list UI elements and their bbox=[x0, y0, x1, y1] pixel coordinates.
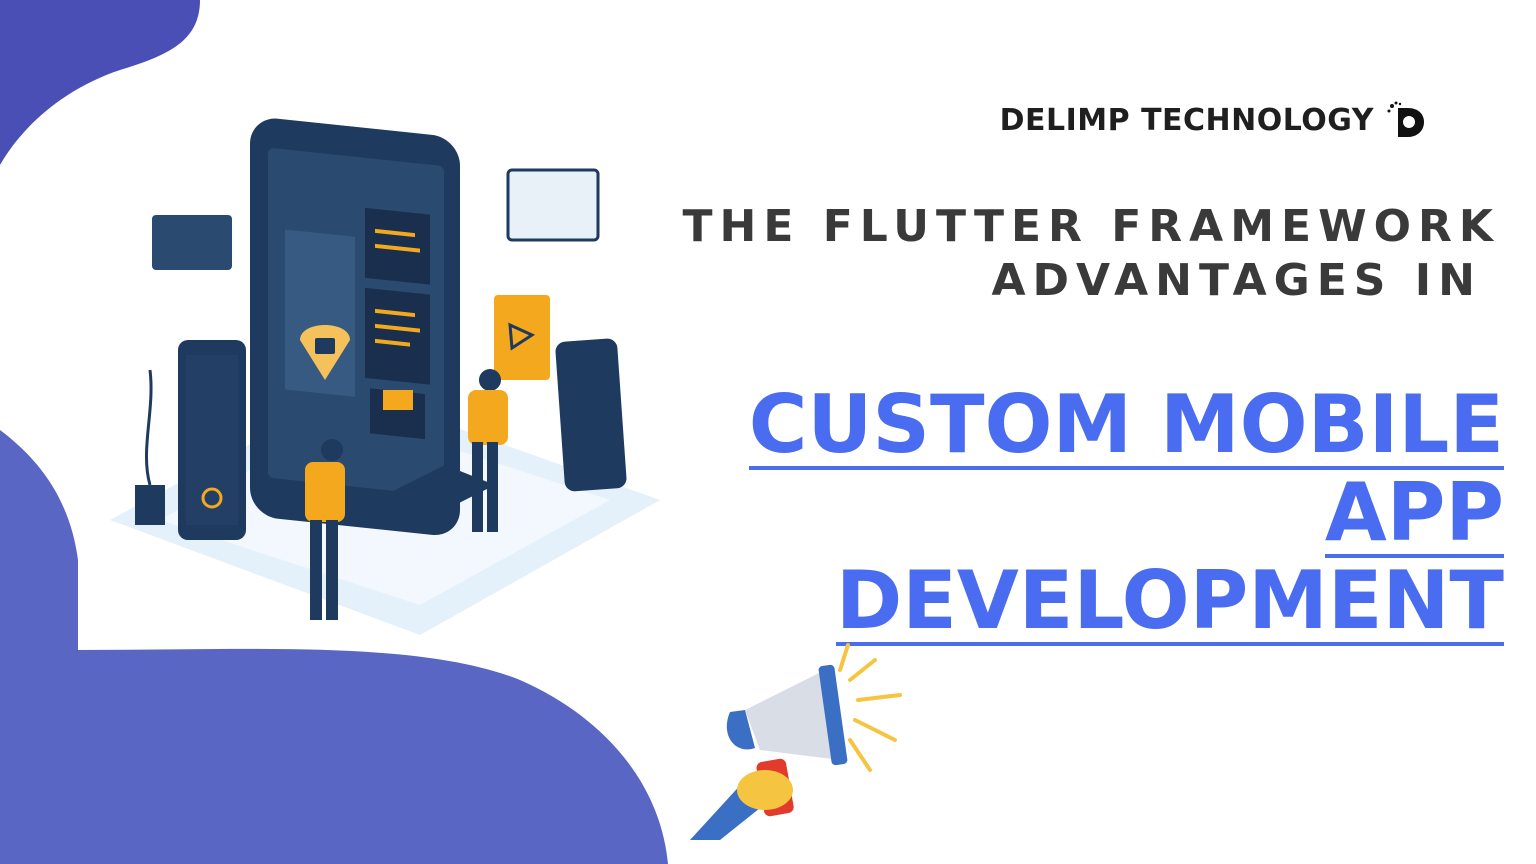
brand-name: DELIMP TECHNOLOGY bbox=[999, 102, 1374, 138]
headline-line-2: ADVANTAGES IN bbox=[991, 255, 1482, 306]
top-left-blob bbox=[0, 0, 200, 165]
bottom-left-blob bbox=[0, 430, 668, 864]
person-left bbox=[305, 439, 345, 620]
big-phone bbox=[250, 118, 460, 536]
highlight-title: CUSTOM MOBILE APP DEVELOPMENT bbox=[748, 378, 1504, 647]
megaphone-icon bbox=[690, 643, 902, 840]
highlight-line-2: APP bbox=[1324, 466, 1504, 559]
highlight-line-1: CUSTOM MOBILE bbox=[748, 378, 1504, 471]
brand-header: DELIMP TECHNOLOGY bbox=[1000, 100, 1426, 140]
headline-line-1: THE FLUTTER FRAMEWORK bbox=[682, 201, 1500, 252]
highlight-line-3: DEVELOPMENT bbox=[835, 554, 1504, 647]
delimp-logo-icon bbox=[1387, 101, 1424, 137]
headline: THE FLUTTER FRAMEWORK ADVANTAGES IN bbox=[682, 200, 1500, 308]
isometric-mobile-app-illustration bbox=[110, 118, 660, 635]
